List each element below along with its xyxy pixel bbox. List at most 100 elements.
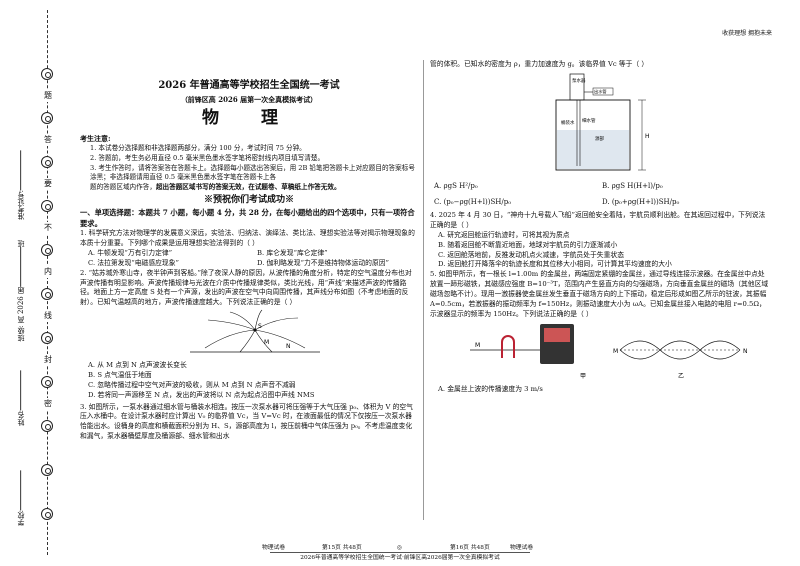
question-1: 1. 科学研究方法对物理学的发展意义深远，实验法、归纳法、演绎法、类比法、理想实…: [80, 229, 418, 268]
label-outlet: 出水管: [594, 88, 607, 95]
wire-figure: M 甲 M N 乙: [470, 323, 748, 380]
question-stem: 2. “姑苏城外寒山寺，夜半钟声到客船。”除了夜深人静的原因，从波传播的角度分析…: [80, 268, 412, 307]
option-a[interactable]: A. 牛顿发现“万有引力定律”: [88, 249, 173, 258]
slogan: ※预祝你们考试成功※: [203, 195, 294, 206]
right-column: 管的体积。已知水的密度为 ρ，重力加速度为 g。该临界值 Vc 等于（ ） 泵水…: [430, 36, 770, 395]
footer: 物理试卷 第15页 共48页 ◎ 第16页 共48页 物理试卷 2026年普通高…: [0, 544, 800, 562]
option-a[interactable]: A. ρgS H²/p₀: [434, 181, 602, 191]
notice-item: 题的答题区域内作答，超出答题区域书写的答案无效，在试题卷、草稿纸上作答无效。: [80, 183, 418, 193]
number-field[interactable]: 准考证号:: [16, 150, 26, 220]
option-expr: (p₀+ρg(H+l))SH/p₀: [611, 198, 680, 207]
number-label: 准考证号:: [17, 190, 25, 221]
label-s: S: [258, 323, 262, 330]
binding-hole: [41, 112, 53, 124]
binding-hole: [41, 68, 53, 80]
binding-hole: [41, 332, 53, 344]
binding-strip: 题 答 要 不 内 线 封 密 班级: 高 2026 届班 准考证号: 姓名: …: [0, 0, 58, 566]
question-3-part-b: 管的体积。已知水的密度为 ρ，重力加速度为 g。该临界值 Vc 等于（ ） 泵水…: [430, 60, 770, 207]
question-5: 5. 如图甲所示，有一根长 l=1.00m 的金属丝，两端固定紧绷的金属丝，通过…: [430, 270, 770, 394]
subject-title: 物 理: [202, 107, 296, 128]
class-label: 班级: 高 2026 届: [17, 287, 25, 342]
binding-char: 封: [43, 354, 53, 366]
option-b[interactable]: B. 随着返回舱不断靠近地面，地球对宇航员的引力逐渐减小: [438, 240, 618, 249]
options-grid: A. 牛顿发现“万有引力定律” B. 库仑发现“库仑定律” C. 法拉第发现“电…: [80, 249, 418, 269]
binding-char: 答: [43, 134, 53, 146]
osc-screen: [544, 327, 570, 342]
pump-figure: 泵水器 出水管 桶装水 细水管 源部 H: [555, 73, 650, 171]
standing-wave: [619, 340, 741, 359]
option-d[interactable]: D. (p₀+ρg(H+l))SH/p₀: [602, 197, 770, 207]
school-label: 学校:: [17, 510, 25, 527]
label-yi: 乙: [678, 373, 684, 380]
label-m2: M: [613, 348, 618, 355]
option-d[interactable]: D. 伽利略发现“力不是维持物体运动的原因”: [257, 258, 390, 267]
option-a[interactable]: A. 研究返回舱运行轨迹时，可将其视为质点: [438, 230, 570, 239]
option-expr: ρgS H²/p₀: [443, 181, 478, 190]
option-b[interactable]: B. S 点气温低于地面: [88, 371, 152, 380]
name-label: 姓名:: [17, 410, 25, 427]
option-letter: D.: [602, 198, 610, 207]
binding-hole: [41, 376, 53, 388]
question-4: 4. 2025 年 4 月 30 日，“神舟十九号载人飞船”返回舱安全着陆，宇航…: [430, 211, 770, 270]
notice-item: 3. 考生作答时，请将答案答在答题卡上。选择题每小题选出答案后，用 2B 铅笔把…: [90, 163, 415, 182]
magnet: [501, 334, 515, 358]
option-c[interactable]: C. 法拉第发现“电磁感应现象”: [88, 258, 179, 267]
water: [557, 129, 629, 169]
question-stem: 管的体积。已知水的密度为 ρ，重力加速度为 g。该临界值 Vc 等于（ ）: [430, 60, 649, 68]
binding-hole: [41, 200, 53, 212]
outlet: [592, 87, 614, 96]
source-point: [253, 328, 257, 332]
footer-left-label: 物理试卷: [262, 544, 286, 551]
option-a[interactable]: A. 金属丝上波的传播速度为 3 m/s: [438, 384, 543, 393]
options-grid: A. ρgS H²/p₀ B. ρgS H(H+l)/p₀ C. (p₀−ρg(…: [434, 181, 770, 207]
notice-item: 1. 本试卷分选择题和非选择题两部分，满分 100 分，考试时间 75 分钟。: [90, 144, 306, 153]
option-a[interactable]: A. 从 M 点到 N 点声波波长变长: [88, 361, 187, 370]
option-letter: A.: [434, 181, 442, 190]
option-letter: B.: [602, 181, 610, 190]
binding-char: 要: [43, 178, 53, 190]
option-c[interactable]: C. 返回舱落地前，反推发动机点火减速，宇航员处于失重状态: [438, 250, 624, 259]
class-field[interactable]: 班级: 高 2026 届班: [16, 240, 26, 342]
binding-hole: [41, 156, 53, 168]
option-c[interactable]: C. 忽略传播过程中空气对声波的吸收，则从 M 点到 N 点声音不减弱: [88, 380, 296, 389]
binding-char: 密: [43, 398, 53, 410]
sound-rays: [204, 309, 306, 353]
label-pump: 泵水器: [572, 77, 586, 84]
binding-char: 题: [43, 90, 53, 102]
option-b[interactable]: B. ρgS H(H+l)/p₀: [602, 181, 770, 191]
footer-left-page: 第15页 共48页: [322, 544, 362, 551]
footer-bottom: 2026年普通高等学校招生全国统一考试·前锋区高2026届第一次全真模拟考试: [270, 551, 530, 562]
footer-right-label: 物理试卷: [510, 544, 534, 551]
binding-hole: [41, 508, 53, 520]
question-2: 2. “姑苏城外寒山寺，夜半钟声到客船。”除了夜深人静的原因，从波传播的角度分析…: [80, 269, 418, 401]
label-m: M: [264, 339, 269, 346]
question-stem: 3. 如图所示，一泵水器通过细水管与桶装水相连。按压一次泵水器可将压强等于大气压…: [80, 402, 413, 441]
option-d[interactable]: D. 若将同一声源移至 N 点，发出的声波将以 N 点为起点沿图中声线 NMS: [88, 390, 315, 399]
question-3-part-a: 3. 如图所示，一泵水器通过细水管与桶装水相连。按压一次泵水器可将压强等于大气压…: [80, 403, 418, 442]
option-c[interactable]: C. (p₀−ρg(H+l))SH/p₀: [434, 197, 602, 207]
option-expr: ρgS H(H+l)/p₀: [611, 181, 663, 190]
label-h: H: [645, 133, 650, 140]
option-letter: C.: [434, 198, 442, 207]
sound-ray-figure: S M N: [190, 309, 320, 353]
label-m: M: [475, 342, 480, 349]
footer-row: 物理试卷 第15页 共48页 ◎ 第16页 共48页 物理试卷: [0, 544, 800, 552]
name-field[interactable]: 姓名:: [16, 370, 26, 426]
bucket: [555, 99, 631, 171]
option-d[interactable]: D. 返回舱打开降落伞的轨迹长度和其位移大小相同，可计算其平均速度的大小: [438, 260, 672, 269]
exam-title: 2026 年普通高等学校招生全国统一考试: [158, 80, 340, 91]
label-thin: 细水管: [582, 117, 596, 124]
option-expr: (p₀−ρg(H+l))SH/p₀: [443, 198, 512, 207]
left-column: 2026 年普通高等学校招生全国统一考试 （前锋区高 2026 届第一次全真模拟…: [80, 36, 418, 442]
question-stem: 1. 科学研究方法对物理学的发展意义深远，实验法、归纳法、演绎法、类比法、理想实…: [80, 229, 415, 248]
binding-char: 线: [43, 310, 53, 322]
school-field[interactable]: 学校:: [16, 470, 26, 526]
notice-bold-tail: 超出答题区域书写的答案无效，在试题卷、草稿纸上作答无效。: [155, 182, 341, 191]
slogan-top-right: 收获理想 拥抱未来: [722, 30, 772, 37]
question-stem: 4. 2025 年 4 月 30 日，“神舟十九号载人飞船”返回舱安全着陆，宇航…: [430, 211, 766, 230]
option-b[interactable]: B. 库仑发现“库仑定律”: [257, 249, 328, 258]
binding-hole: [41, 244, 53, 256]
label-bucket: 源部: [595, 135, 604, 142]
footer-mark: ◎: [397, 544, 403, 551]
binding-dashed-line: [47, 10, 48, 555]
